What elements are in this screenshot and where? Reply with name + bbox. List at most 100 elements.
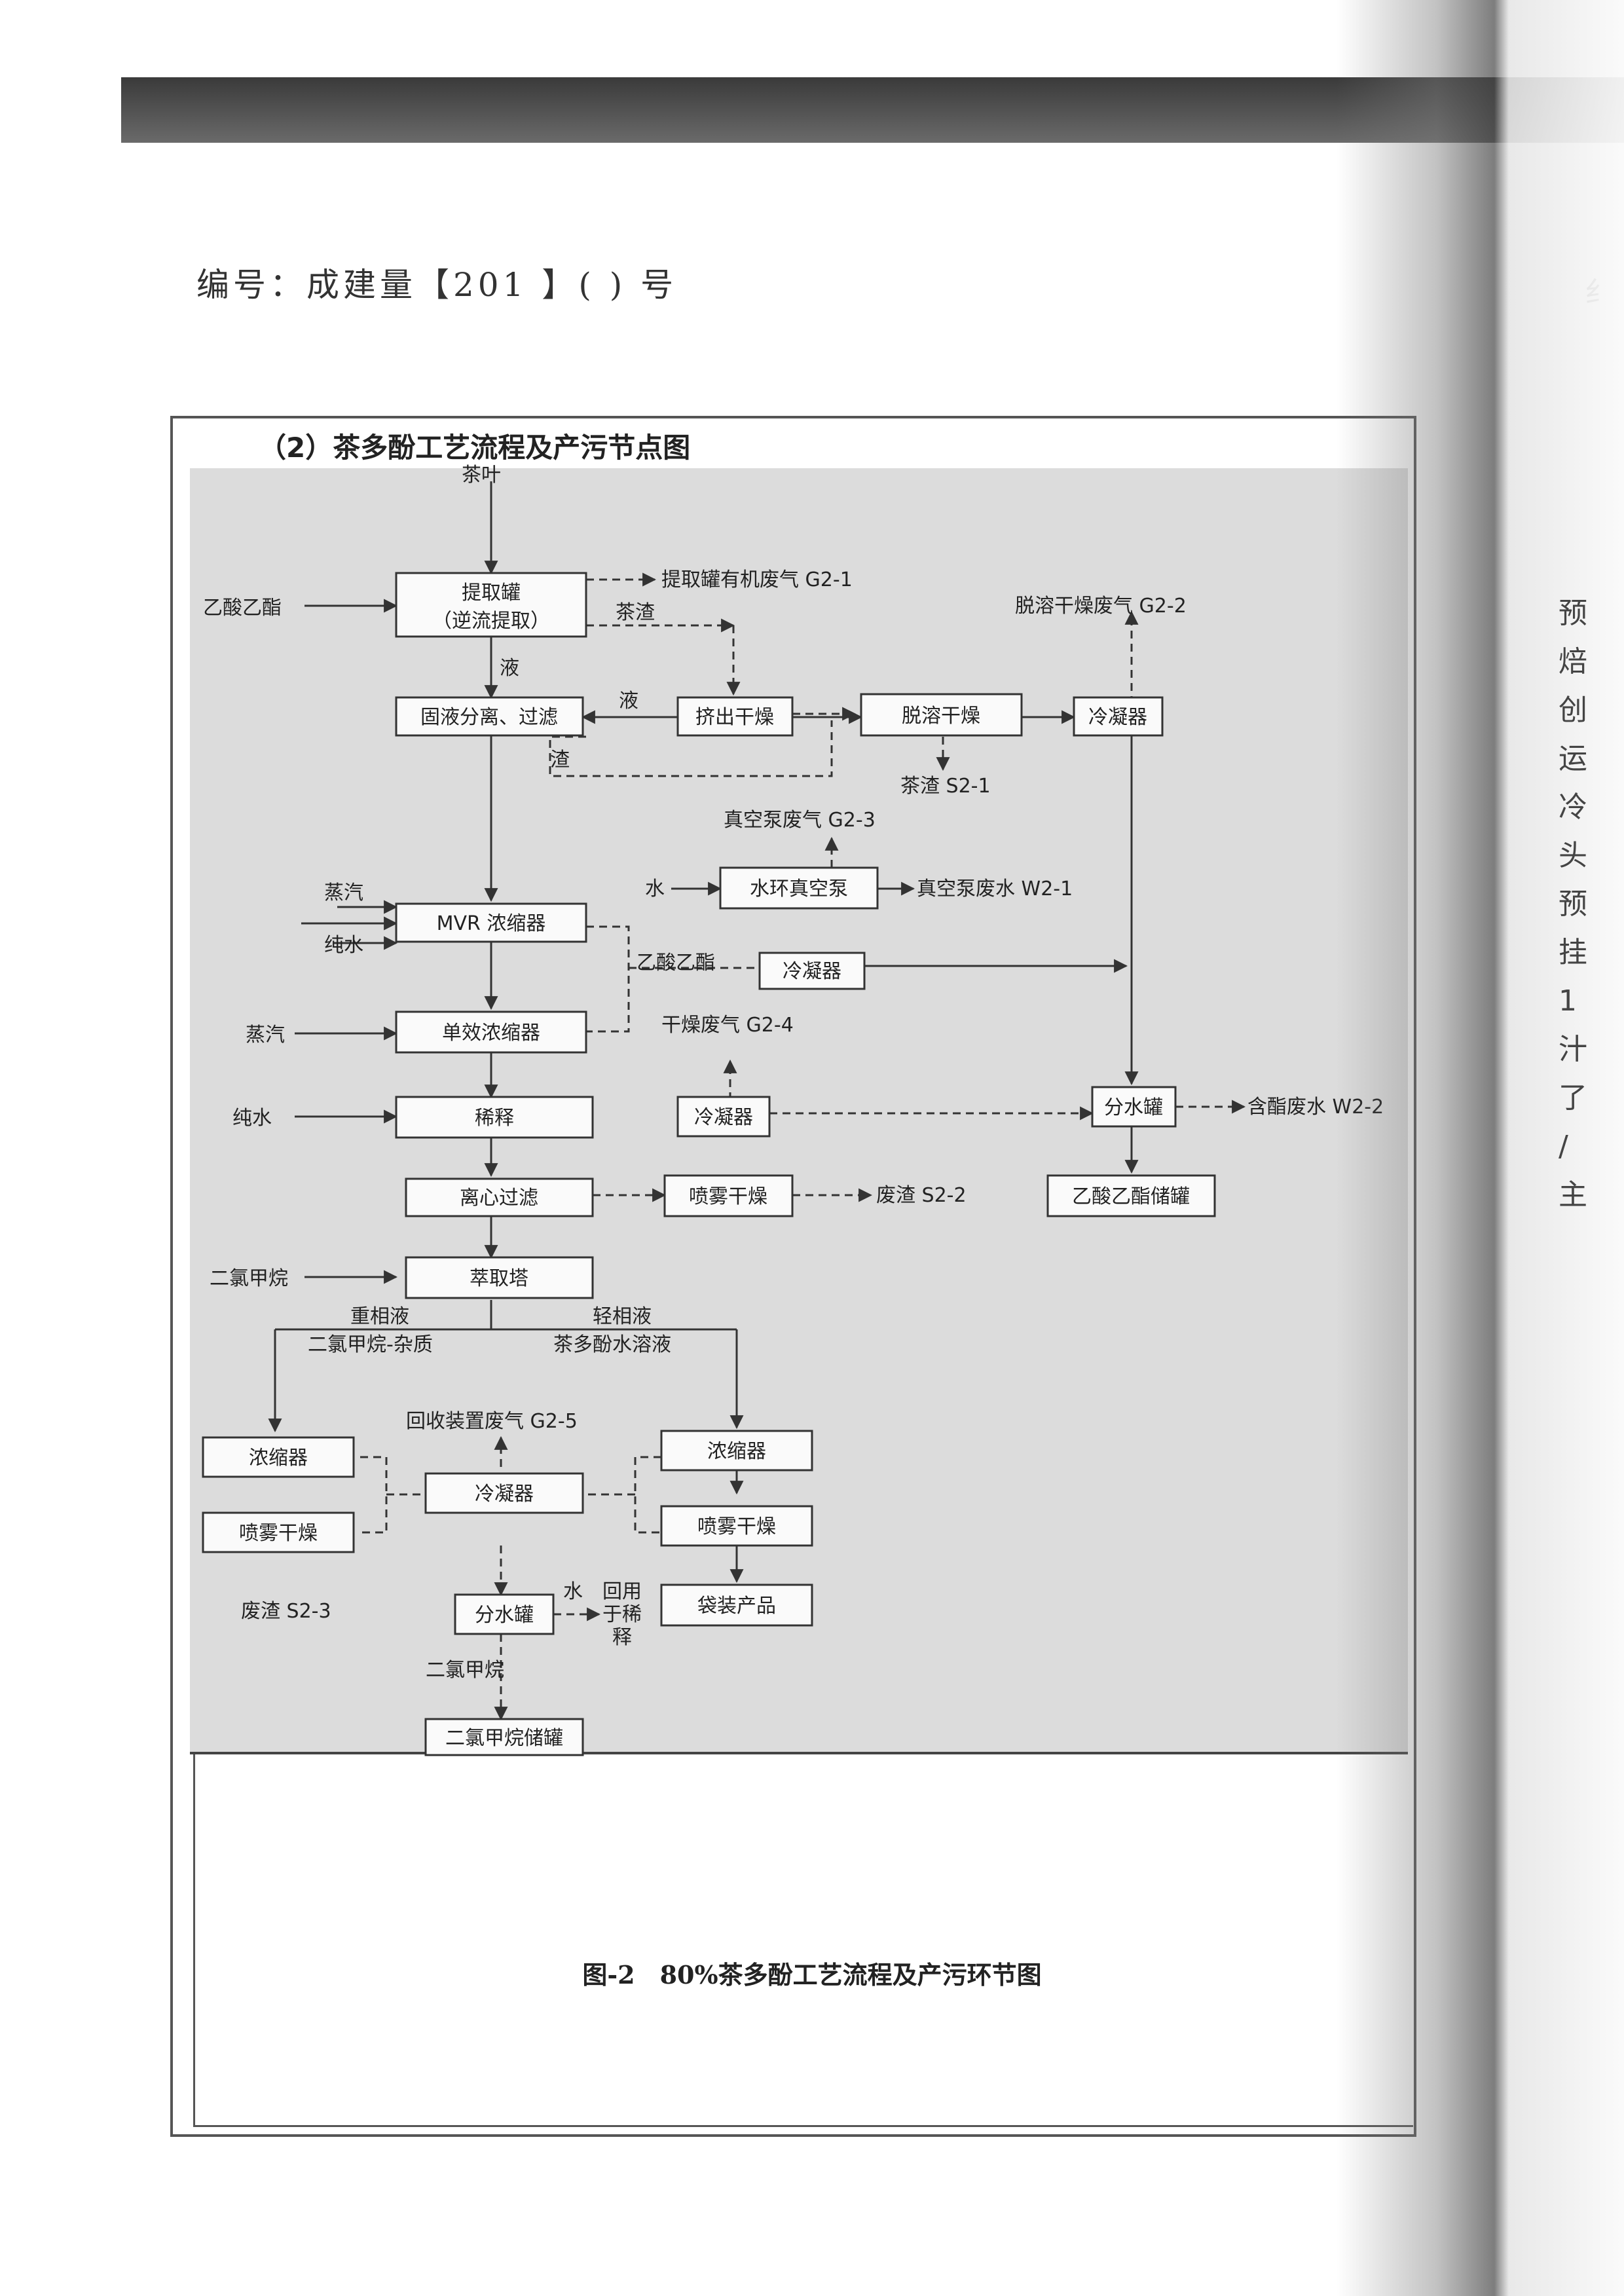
label-g23: 真空泵废气 G2-3 (724, 809, 876, 832)
box-tuorong (860, 693, 1023, 737)
node-fenshui2: 分水罐 (475, 1604, 534, 1627)
flow-labels: 茶叶 乙酸乙酯 提取罐有机废气 G2-1 茶渣 液 液 渣 脱溶干燥废气 G2-… (203, 464, 1384, 1682)
box-lixin (405, 1177, 594, 1217)
box-nongsuo-l (202, 1436, 355, 1478)
branch-lines (275, 1300, 737, 1331)
node-xishi: 稀释 (475, 1107, 514, 1130)
node-texts: 提取罐 （逆流提取） 固液分离、过滤 挤出干燥 脱溶干燥 冷凝器 水环真空泵 M… (239, 582, 1190, 1750)
label-g21: 提取罐有机废气 G2-1 (661, 568, 853, 591)
box-fenshui1 (1091, 1086, 1177, 1128)
node-tuorong: 脱溶干燥 (902, 705, 980, 728)
label-g25: 回收装置废气 G2-5 (406, 1410, 578, 1433)
node-jichu: 挤出干燥 (695, 706, 774, 729)
node-gu-ye: 固液分离、过滤 (420, 706, 558, 729)
side-char: 汁 (1559, 1033, 1587, 1066)
node-cuiqu: 萃取塔 (470, 1267, 528, 1290)
side-char: / (1559, 1130, 1568, 1163)
label-zha: 渣 (550, 749, 570, 771)
box-xishi (395, 1096, 594, 1139)
section-title: （2）茶多酚工艺流程及产污节点图 (259, 432, 691, 464)
node-lengning2: 冷凝器 (783, 960, 841, 983)
dashed-flow-lines (494, 572, 1246, 1721)
node-penwu-r: 喷雾干燥 (697, 1515, 776, 1538)
box-shuihuan (719, 866, 879, 910)
box-gu-ye (395, 696, 584, 737)
box-fenshui2 (454, 1593, 555, 1635)
box-jichu (676, 696, 794, 737)
node-daizhuang: 袋装产品 (697, 1595, 776, 1618)
label-w21: 真空泵废水 W2-1 (917, 878, 1073, 900)
page-fold-shadow (1336, 0, 1624, 2296)
label-ye2: 液 (619, 690, 638, 713)
label-zhong-1: 重相液 (350, 1305, 409, 1328)
side-char: 焙 (1559, 645, 1587, 678)
label-chaye: 茶叶 (462, 464, 501, 487)
label-s22: 废渣 S2-2 (876, 1184, 967, 1207)
label-qing-1: 轻相液 (593, 1305, 652, 1328)
document-number: 编号：成建量【201 】( ) 号 (196, 266, 678, 304)
dashed-loop-lines (360, 720, 833, 1534)
label-ye1: 液 (500, 657, 519, 680)
side-char: 头 (1559, 839, 1587, 872)
box-lengning1 (1073, 696, 1164, 737)
figure-caption: 图-2 80%茶多酚工艺流程及产污环节图 (582, 1960, 1042, 1990)
label-shui2: 水 (563, 1580, 583, 1603)
node-nongsuo-l: 浓缩器 (249, 1447, 308, 1470)
label-zhengqi1: 蒸汽 (324, 881, 363, 904)
box-penwu1 (663, 1174, 794, 1217)
node-shuihuan: 水环真空泵 (750, 878, 848, 900)
box-yisuan-chu (1046, 1174, 1216, 1217)
label-g22: 脱溶干燥废气 G2-2 (1015, 595, 1187, 618)
box-daizhuang (660, 1583, 813, 1627)
node-mvr: MVR 浓缩器 (437, 912, 546, 935)
node-lengning4: 冷凝器 (475, 1483, 534, 1506)
node-lixin: 离心过滤 (460, 1187, 538, 1210)
box-cuiqu (405, 1256, 594, 1299)
branch-arrows (268, 1329, 744, 1495)
node-nongsuo-r: 浓缩器 (707, 1440, 766, 1463)
side-char: 冷 (1559, 790, 1587, 824)
label-huiyong-3: 释 (612, 1626, 632, 1649)
node-lengning3: 冷凝器 (694, 1106, 753, 1129)
label-qing-2: 茶多酚水溶液 (553, 1333, 671, 1356)
side-char: 预 (1559, 597, 1587, 630)
label-erlv-in: 二氯甲烷 (210, 1267, 288, 1290)
label-s21: 茶渣 S2-1 (900, 775, 991, 798)
label-g24: 干燥废气 G2-4 (661, 1014, 794, 1037)
side-char: 预 (1559, 887, 1587, 921)
label-chazha: 茶渣 (616, 601, 655, 624)
box-lengning2 (758, 952, 866, 990)
label-zhong-2: 二氯甲烷-杂质 (308, 1333, 433, 1356)
node-tiqu-2: （逆流提取） (432, 610, 550, 633)
node-tiqu-1: 提取罐 (462, 582, 521, 604)
box-lengning3 (676, 1096, 771, 1138)
label-zhengqi2: 蒸汽 (246, 1024, 285, 1046)
side-char: 运 (1559, 742, 1587, 775)
box-penwu-r (660, 1505, 813, 1547)
side-char: 1 (1559, 984, 1577, 1018)
node-yisuan-chu: 乙酸乙酯储罐 (1072, 1185, 1190, 1208)
side-char: 挂 (1559, 936, 1587, 969)
node-fenshui1: 分水罐 (1104, 1096, 1163, 1119)
box-danxiao (395, 1010, 587, 1054)
box-penwu-l (202, 1511, 355, 1553)
process-boxes (202, 572, 1216, 1756)
node-penwu-l: 喷雾干燥 (239, 1522, 318, 1545)
label-chunshui1: 纯水 (324, 934, 363, 957)
side-char: 主 (1559, 1178, 1587, 1212)
label-s23: 废渣 S2-3 (241, 1600, 331, 1623)
solid-flow-lines (268, 481, 1139, 1583)
node-lengning1: 冷凝器 (1088, 706, 1147, 729)
label-chunshui2: 纯水 (232, 1107, 272, 1130)
box-erlv-chu (424, 1718, 584, 1756)
label-yisuan-mid: 乙酸乙酯 (637, 952, 715, 974)
side-margin-chars: 预 焙 创 运 冷 头 预 挂 1 汁 了 / 主 (1559, 589, 1591, 1219)
box-tiqu (395, 572, 587, 638)
label-shui: 水 (645, 878, 665, 900)
label-huiyong-1: 回用 (602, 1580, 642, 1603)
box-nongsuo-r (660, 1430, 813, 1472)
node-penwu1: 喷雾干燥 (689, 1185, 767, 1208)
side-char: 了 (1559, 1081, 1587, 1115)
side-char: 创 (1559, 694, 1587, 727)
